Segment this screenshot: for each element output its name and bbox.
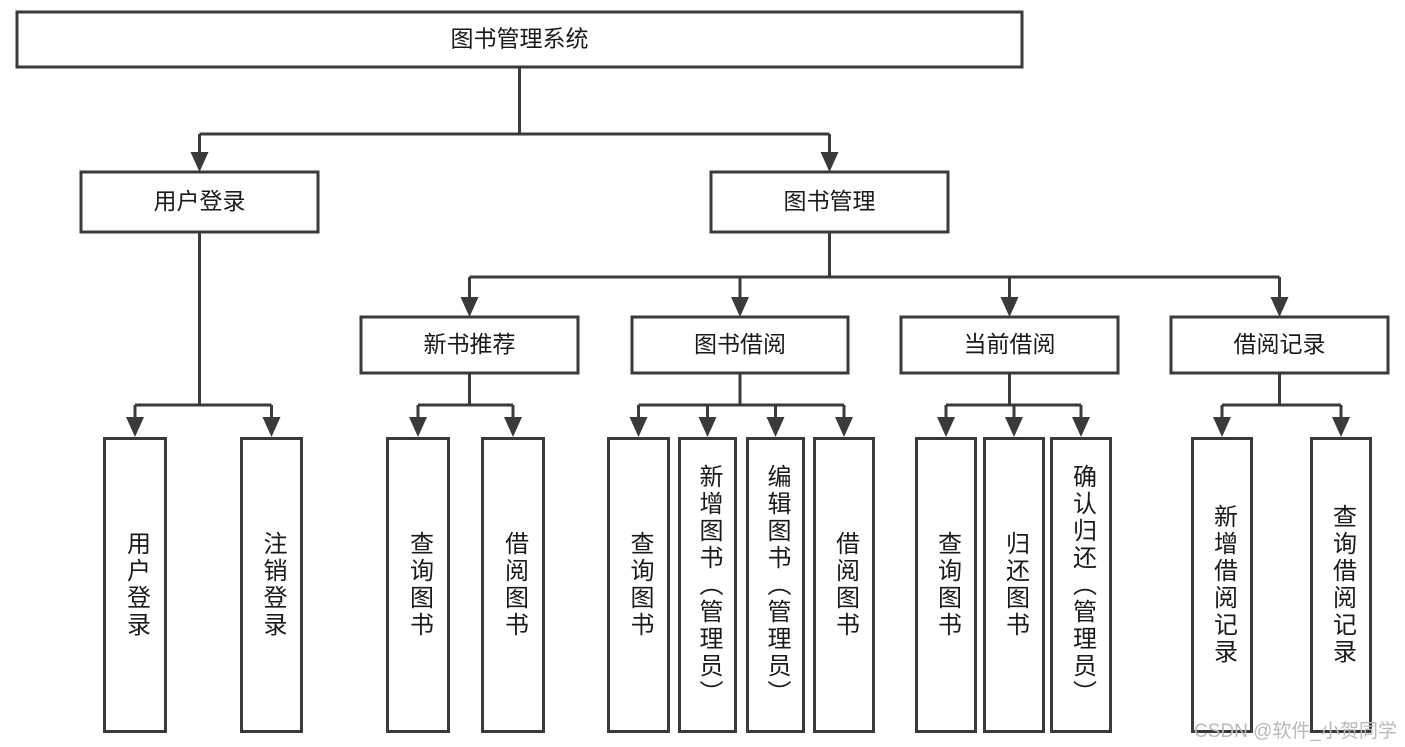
arrow-head-icon bbox=[1000, 297, 1019, 317]
arrow-head-icon bbox=[1072, 417, 1090, 437]
level3-node-1-label: 图书借阅 bbox=[694, 331, 786, 357]
leaf-node-11[interactable]: 新增借阅记录 bbox=[1191, 437, 1253, 733]
leaf-node-label: 归还图书 bbox=[1001, 531, 1029, 639]
level2-node-1-label: 图书管理 bbox=[784, 188, 876, 214]
arrow-head-icon bbox=[460, 297, 479, 317]
level3-node-2[interactable]: 当前借阅 bbox=[899, 315, 1120, 375]
leaf-node-8[interactable]: 查询图书 bbox=[915, 437, 977, 733]
level3-node-2-label: 当前借阅 bbox=[964, 331, 1056, 357]
arrow-head-icon bbox=[409, 417, 427, 437]
leaf-node-10[interactable]: 确认归还（管理员） bbox=[1050, 437, 1112, 733]
leaf-node-2[interactable]: 查询图书 bbox=[386, 437, 450, 733]
arrow-head-icon bbox=[629, 417, 648, 437]
arrow-head-icon bbox=[262, 417, 281, 437]
arrow-head-icon bbox=[1005, 417, 1023, 437]
leaf-node-label: 新增借阅记录 bbox=[1209, 504, 1237, 666]
leaf-node-label: 借阅图书 bbox=[831, 531, 859, 639]
leaf-node-label: 查询图书 bbox=[405, 531, 433, 639]
leaf-node-0[interactable]: 用户登录 bbox=[103, 437, 167, 733]
leaf-node-label: 查询图书 bbox=[625, 531, 653, 639]
arrow-head-icon bbox=[504, 417, 522, 437]
level2-node-1-box bbox=[709, 170, 950, 234]
level3-node-0-label: 新书推荐 bbox=[424, 331, 516, 357]
arrow-head-icon bbox=[1213, 417, 1231, 437]
root-node[interactable]: 图书管理系统 bbox=[15, 10, 1024, 69]
arrow-head-icon bbox=[698, 417, 717, 437]
level2-node-1[interactable]: 图书管理 bbox=[709, 170, 950, 234]
arrow-head-icon bbox=[766, 417, 785, 437]
level3-node-0[interactable]: 新书推荐 bbox=[359, 315, 580, 375]
leaf-node-label: 确认归还（管理员） bbox=[1068, 463, 1096, 707]
arrow-head-icon bbox=[1270, 297, 1289, 317]
leaf-node-label: 编辑图书（管理员） bbox=[762, 463, 790, 707]
level3-node-1[interactable]: 图书借阅 bbox=[630, 315, 850, 375]
leaf-node-label: 查询图书 bbox=[933, 531, 961, 639]
arrow-head-icon bbox=[820, 152, 839, 172]
leaf-node-label: 新增图书（管理员） bbox=[694, 463, 722, 707]
level3-node-3-box bbox=[1169, 315, 1390, 375]
leaf-node-5[interactable]: 新增图书（管理员） bbox=[678, 437, 737, 733]
root-node-label: 图书管理系统 bbox=[451, 26, 589, 52]
leaf-node-label: 注销登录 bbox=[258, 531, 286, 639]
level3-node-3-label: 借阅记录 bbox=[1234, 331, 1326, 357]
arrow-head-icon bbox=[126, 417, 144, 437]
leaf-node-12[interactable]: 查询借阅记录 bbox=[1310, 437, 1372, 733]
arrow-head-icon bbox=[1332, 417, 1350, 437]
leaf-node-3[interactable]: 借阅图书 bbox=[481, 437, 545, 733]
leaf-node-7[interactable]: 借阅图书 bbox=[813, 437, 875, 733]
level3-node-3[interactable]: 借阅记录 bbox=[1169, 315, 1390, 375]
leaf-node-1[interactable]: 注销登录 bbox=[240, 437, 303, 733]
arrow-head-icon bbox=[835, 417, 853, 437]
level2-node-0-label: 用户登录 bbox=[154, 188, 246, 214]
arrow-head-icon bbox=[190, 152, 209, 172]
leaf-node-9[interactable]: 归还图书 bbox=[983, 437, 1045, 733]
root-node-box bbox=[15, 10, 1024, 69]
leaf-node-label: 查询借阅记录 bbox=[1328, 504, 1356, 666]
arrow-head-icon bbox=[937, 417, 955, 437]
leaf-node-4[interactable]: 查询图书 bbox=[607, 437, 670, 733]
arrow-head-icon bbox=[731, 297, 749, 317]
level2-node-0[interactable]: 用户登录 bbox=[79, 170, 320, 234]
leaf-node-label: 用户登录 bbox=[122, 531, 150, 639]
leaf-node-label: 借阅图书 bbox=[500, 531, 528, 639]
leaf-node-6[interactable]: 编辑图书（管理员） bbox=[746, 437, 805, 733]
